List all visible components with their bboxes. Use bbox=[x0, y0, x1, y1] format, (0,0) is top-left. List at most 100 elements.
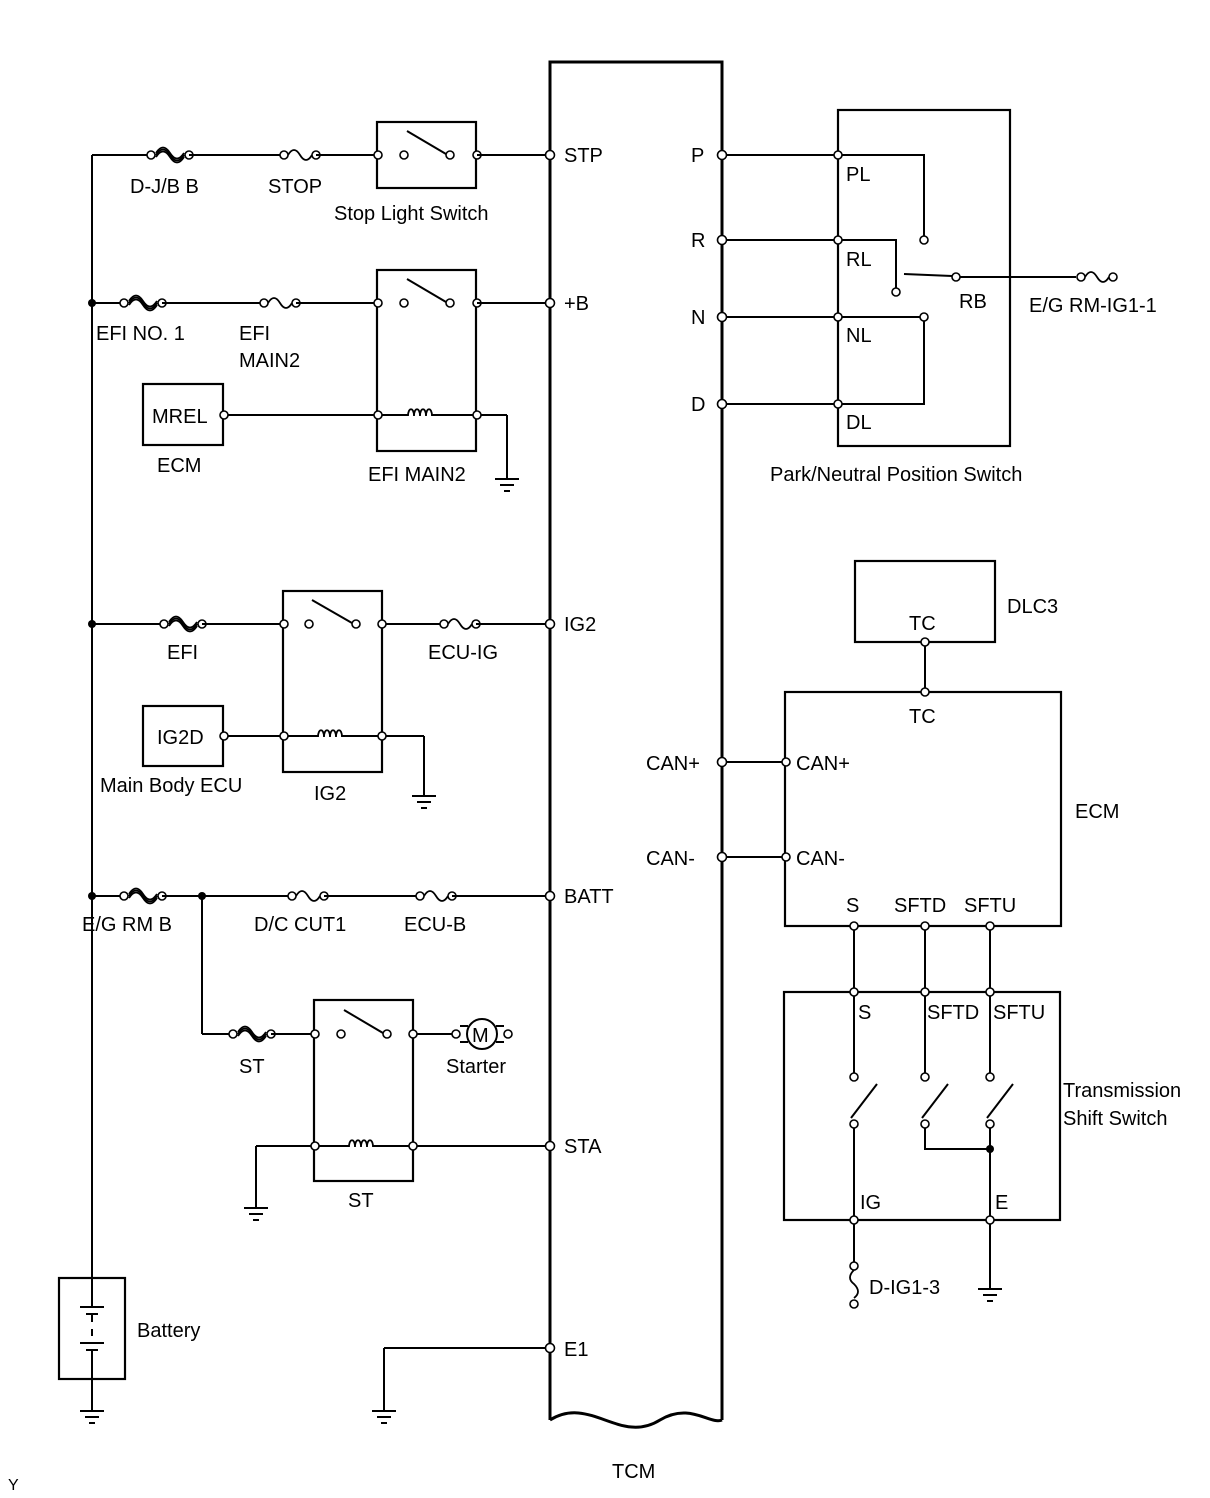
tss-pin-sftu: SFTU bbox=[993, 1002, 1045, 1024]
tcm-pin-n: N bbox=[691, 307, 705, 329]
st-coil-icon bbox=[348, 1139, 374, 1148]
ground-battery-icon bbox=[79, 1410, 105, 1424]
fuse-efimain2-label-2: MAIN2 bbox=[239, 350, 300, 372]
ecm: TC CAN+ CAN- ECM S SFTD SFTU bbox=[726, 687, 1119, 931]
fuse-efi-label: EFI bbox=[167, 642, 198, 664]
pnp-pin-rb: RB bbox=[959, 291, 987, 313]
tss-pin-sftd: SFTD bbox=[927, 1002, 979, 1024]
mrel-label: MREL bbox=[152, 406, 208, 428]
stop-light-switch-box bbox=[375, 120, 478, 190]
ecm-pin-canm: CAN- bbox=[796, 848, 845, 870]
fuse-djb-icon bbox=[146, 146, 194, 164]
fuse-egrmig1-icon bbox=[1076, 271, 1118, 283]
transmission-shift-switch: S SFTD SFTU IG E Transmission Shift Swit… bbox=[782, 987, 1181, 1309]
fuse-efimain2-icon bbox=[259, 297, 301, 309]
plusb-circuit: EFI NO. 1 EFI MAIN2 MREL ECM EFI MAIN2 bbox=[92, 268, 546, 492]
tcm-pin-stp: STP bbox=[564, 145, 603, 167]
fuse-efimain2-label-1: EFI bbox=[239, 323, 270, 345]
ig2d-label: IG2D bbox=[157, 727, 204, 749]
main-body-ecu-label: Main Body ECU bbox=[100, 775, 242, 797]
ecm-pin-canp: CAN+ bbox=[796, 753, 850, 775]
fuse-egrmb-icon bbox=[119, 887, 167, 905]
battery: Battery bbox=[57, 1276, 200, 1424]
tcm-pin-p: P bbox=[691, 145, 704, 167]
ig2-relay-label: IG2 bbox=[314, 783, 346, 805]
fuse-egrmig1-label: E/G RM-IG1-1 bbox=[1029, 295, 1157, 317]
ig2-coil-icon bbox=[317, 729, 343, 738]
efi-main2-relay-box bbox=[375, 268, 478, 453]
pnp-pin-rl: RL bbox=[846, 249, 872, 271]
ecm-pin-sftu: SFTU bbox=[964, 895, 1016, 917]
tss-pin-ig: IG bbox=[860, 1192, 881, 1214]
fuse-dig13-label: D-IG1-3 bbox=[869, 1277, 940, 1299]
tcm-pin-d: D bbox=[691, 394, 705, 416]
starter-label: Starter bbox=[446, 1056, 506, 1078]
ground-tss-icon bbox=[977, 1288, 1003, 1302]
st-circuit: M ST Starter ST bbox=[201, 896, 546, 1221]
fuse-dccut1-label: D/C CUT1 bbox=[254, 914, 346, 936]
fuse-ecuig-icon bbox=[439, 618, 481, 630]
ecm-label: ECM bbox=[1075, 801, 1119, 823]
stp-circuit: D-J/B B STOP Stop Light Switch bbox=[92, 120, 546, 225]
tcm-left-pins: STP +B IG2 BATT STA E1 bbox=[544, 145, 614, 1361]
ecm-pin-sftd: SFTD bbox=[894, 895, 946, 917]
corner-mark: Y bbox=[8, 1477, 19, 1494]
ecm-small-label: ECM bbox=[157, 455, 201, 477]
pnp-pin-dl: DL bbox=[846, 412, 872, 434]
tcm-title: TCM bbox=[612, 1461, 655, 1483]
tcm-pin-canm: CAN- bbox=[646, 848, 695, 870]
ground-ig2-icon bbox=[411, 795, 437, 809]
fuse-djb-label: D-J/B B bbox=[130, 176, 199, 198]
ig2-circuit: EFI ECU-IG IG2D Main Body ECU IG2 bbox=[92, 589, 546, 809]
e1-ground bbox=[371, 1347, 546, 1424]
starter-motor-icon: M bbox=[451, 1018, 513, 1050]
fuse-st-label: ST bbox=[239, 1056, 265, 1078]
tcm-pin-sta: STA bbox=[564, 1136, 602, 1158]
fuse-stop-icon bbox=[279, 149, 321, 161]
fuse-efino1-icon bbox=[119, 294, 167, 312]
ig2-relay-box bbox=[281, 589, 384, 774]
efi-main2-relay-label: EFI MAIN2 bbox=[368, 464, 466, 486]
fuse-egrmb-label: E/G RM B bbox=[82, 914, 172, 936]
tss-label-2: Shift Switch bbox=[1063, 1108, 1167, 1130]
fuse-efino1-label: EFI NO. 1 bbox=[96, 323, 185, 345]
tcm-pin-ig2: IG2 bbox=[564, 614, 596, 636]
ecm-tss-wires bbox=[853, 930, 991, 988]
tcm-pin-r: R bbox=[691, 230, 705, 252]
ecm-pin-tc: TC bbox=[909, 706, 936, 728]
starter-m-label: M bbox=[472, 1025, 489, 1047]
pnp-switch: PL RL NL DL RB E/G RM-IG1-1 Park/Neutral… bbox=[726, 108, 1157, 486]
pnp-pin-pl: PL bbox=[846, 164, 870, 186]
fuse-efi-icon bbox=[159, 615, 207, 633]
pnp-pin-nl: NL bbox=[846, 325, 872, 347]
dlc3-label: DLC3 bbox=[1007, 596, 1058, 618]
fuse-ecub-label: ECU-B bbox=[404, 914, 466, 936]
tcm-pin-b: +B bbox=[564, 293, 589, 315]
stop-light-switch-label: Stop Light Switch bbox=[334, 203, 489, 225]
fuse-dig13-icon bbox=[849, 1269, 859, 1299]
tcm-pin-batt: BATT bbox=[564, 886, 614, 908]
ground-st-icon bbox=[243, 1207, 269, 1221]
fuse-dccut1-icon bbox=[287, 890, 329, 902]
ground-efimain2-icon bbox=[494, 478, 520, 492]
dlc3: TC DLC3 bbox=[853, 559, 1058, 688]
batt-circuit: E/G RM B D/C CUT1 ECU-B bbox=[82, 887, 546, 936]
fuse-ecub-icon bbox=[415, 890, 457, 902]
tss-pin-s: S bbox=[858, 1002, 871, 1024]
tcm-pin-canp: CAN+ bbox=[646, 753, 700, 775]
tss-pin-e: E bbox=[995, 1192, 1008, 1214]
tcm-right-pins: P R N D CAN+ CAN- bbox=[646, 145, 728, 870]
tss-label-1: Transmission bbox=[1063, 1080, 1181, 1102]
efi-main2-coil-icon bbox=[407, 408, 433, 417]
tcm-block: TCM bbox=[548, 60, 724, 1483]
battery-label: Battery bbox=[137, 1320, 200, 1342]
dlc3-tc-label: TC bbox=[909, 613, 936, 635]
left-bus bbox=[88, 155, 96, 1278]
st-relay-box bbox=[312, 998, 415, 1183]
st-relay-label: ST bbox=[348, 1190, 374, 1212]
pnp-switch-label: Park/Neutral Position Switch bbox=[770, 464, 1022, 486]
fuse-st-icon bbox=[228, 1025, 276, 1043]
tcm-pin-e1: E1 bbox=[564, 1339, 588, 1361]
fuse-ecuig-label: ECU-IG bbox=[428, 642, 498, 664]
